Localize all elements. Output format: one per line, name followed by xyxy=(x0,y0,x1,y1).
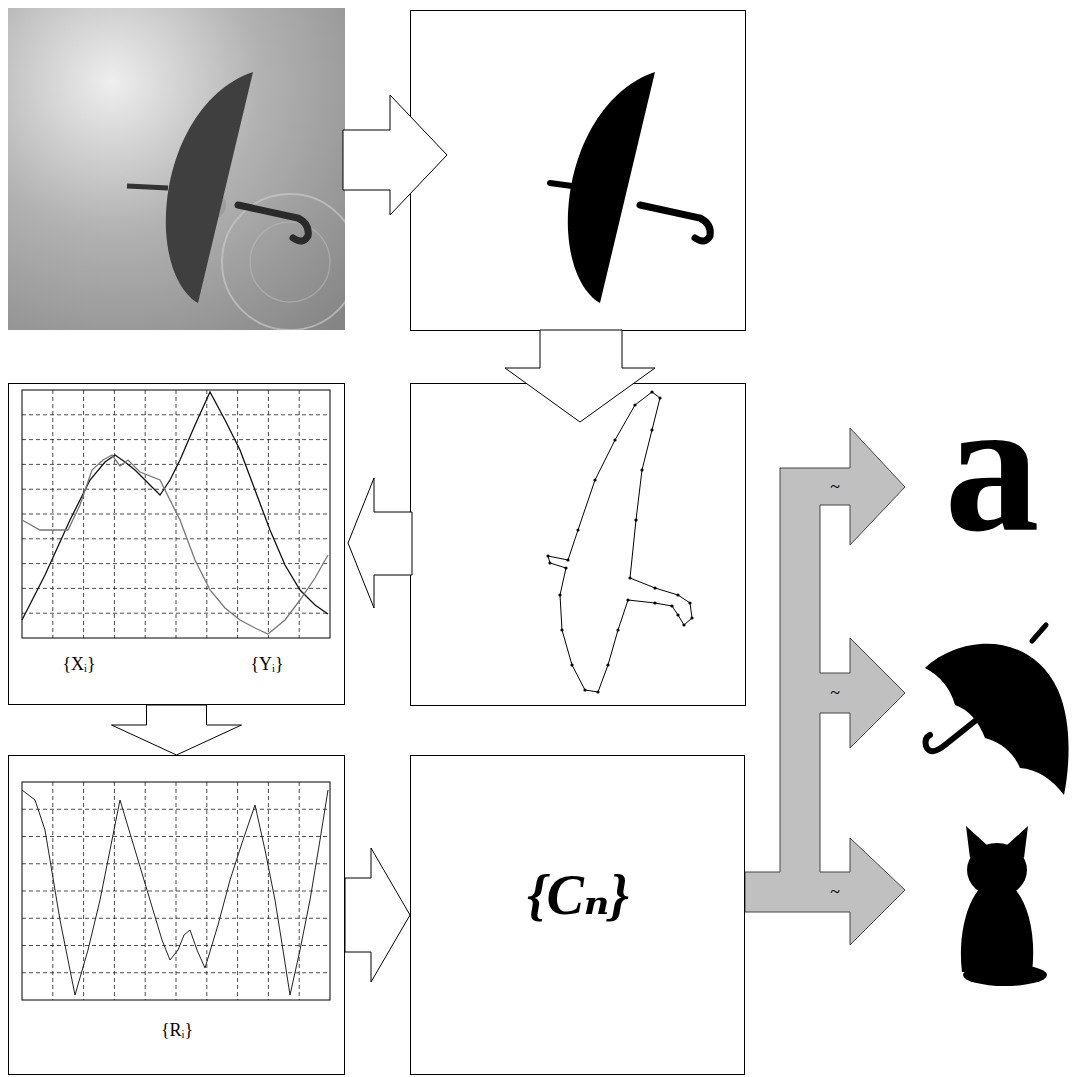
umbrella-silhouette xyxy=(925,644,1069,795)
contour-point xyxy=(566,558,569,561)
binary-image-box xyxy=(411,11,746,331)
grid-line xyxy=(83,390,84,638)
coefficient-box: {Cₙ} xyxy=(410,755,745,1075)
lens-flare xyxy=(250,222,330,302)
block-arrow xyxy=(112,705,242,755)
block-arrow xyxy=(343,95,447,215)
grid-line xyxy=(22,945,330,946)
signal-plot-box: {Xᵢ} {Yᵢ} xyxy=(8,383,345,705)
umbrella-handle xyxy=(926,705,996,751)
contour-point xyxy=(558,593,561,596)
signal-curve xyxy=(22,790,328,995)
contour-point xyxy=(653,601,656,604)
cat-silhouette xyxy=(961,826,1047,986)
grid-line xyxy=(22,613,330,614)
grid-line xyxy=(22,538,330,539)
similarity-sign: ~ xyxy=(830,478,840,496)
contour-point xyxy=(606,663,609,666)
photo xyxy=(8,8,345,330)
grid-line xyxy=(22,972,330,973)
contour-point xyxy=(616,628,619,631)
contour-point xyxy=(593,478,596,481)
umbrella-tip xyxy=(550,183,572,186)
umbrella-canopy xyxy=(166,72,253,303)
block-arrow xyxy=(505,330,655,422)
lens-flare xyxy=(222,194,345,330)
grid-line xyxy=(22,489,330,490)
contour-point xyxy=(653,586,656,589)
contour-point xyxy=(676,593,679,596)
contour-point xyxy=(633,403,636,406)
cat-ear xyxy=(966,826,988,858)
contour-point xyxy=(670,604,673,607)
cat-ear xyxy=(1006,826,1028,858)
umbrella-tip xyxy=(127,186,168,188)
grid-line xyxy=(22,588,330,589)
contour-point xyxy=(570,663,573,666)
signal-name: {Xᵢ} xyxy=(62,655,95,675)
contour-point xyxy=(682,623,685,626)
contour-point xyxy=(650,428,653,431)
cat-tail xyxy=(963,964,1047,986)
umbrella-canopy xyxy=(568,72,655,303)
grid-line xyxy=(22,836,330,837)
letter-glyph: a xyxy=(945,371,1040,561)
plot-frame xyxy=(22,782,330,1000)
contour-point xyxy=(658,396,661,399)
contour-point xyxy=(634,518,637,521)
umbrella-handle xyxy=(640,205,710,241)
signal-curve xyxy=(22,455,328,634)
contour-point xyxy=(690,616,693,619)
contour-point xyxy=(650,390,653,393)
grid-line xyxy=(22,809,330,810)
contour-point xyxy=(583,688,586,691)
plot-frame xyxy=(22,390,330,638)
umbrella-handle xyxy=(238,205,308,241)
plot-grid xyxy=(22,782,330,1000)
grid-line xyxy=(22,414,330,415)
signal-plot-box: {Rᵢ} xyxy=(8,755,345,1075)
grid-line xyxy=(237,390,238,638)
grid-line xyxy=(22,918,330,919)
signal-curve xyxy=(22,392,328,620)
contour-box xyxy=(411,384,746,706)
contour-point xyxy=(548,561,551,564)
contour xyxy=(546,390,693,693)
contour-point xyxy=(576,528,579,531)
grid-line xyxy=(22,514,330,515)
contour-point xyxy=(546,554,549,557)
grid-line xyxy=(22,464,330,465)
contour-point xyxy=(626,598,629,601)
contour-point xyxy=(613,438,616,441)
grid-line xyxy=(22,891,330,892)
grid-line xyxy=(22,863,330,864)
contour-point xyxy=(628,576,631,579)
coefficient-symbol: {Cₙ} xyxy=(527,865,629,927)
similarity-sign: ~ xyxy=(830,684,840,702)
contour-point xyxy=(596,690,599,693)
match-arrows xyxy=(745,428,905,945)
contour-point xyxy=(688,601,691,604)
contour-point xyxy=(640,468,643,471)
plots xyxy=(22,390,330,1000)
contour-point xyxy=(564,566,567,569)
contour-line xyxy=(548,392,692,692)
grid-line xyxy=(237,782,238,1000)
signal-name: {Yᵢ} xyxy=(250,655,283,675)
umbrella-tip xyxy=(1032,625,1046,641)
grid-line xyxy=(22,439,330,440)
block-arrow xyxy=(348,478,412,608)
cat-body xyxy=(961,888,1033,972)
contour-point xyxy=(560,628,563,631)
contour-point xyxy=(676,613,679,616)
signal-name: {Rᵢ} xyxy=(161,1021,193,1041)
similarity-sign: ~ xyxy=(830,883,840,901)
plot-grid xyxy=(22,390,330,638)
photo-ground xyxy=(8,8,345,330)
block-arrow xyxy=(345,848,410,982)
